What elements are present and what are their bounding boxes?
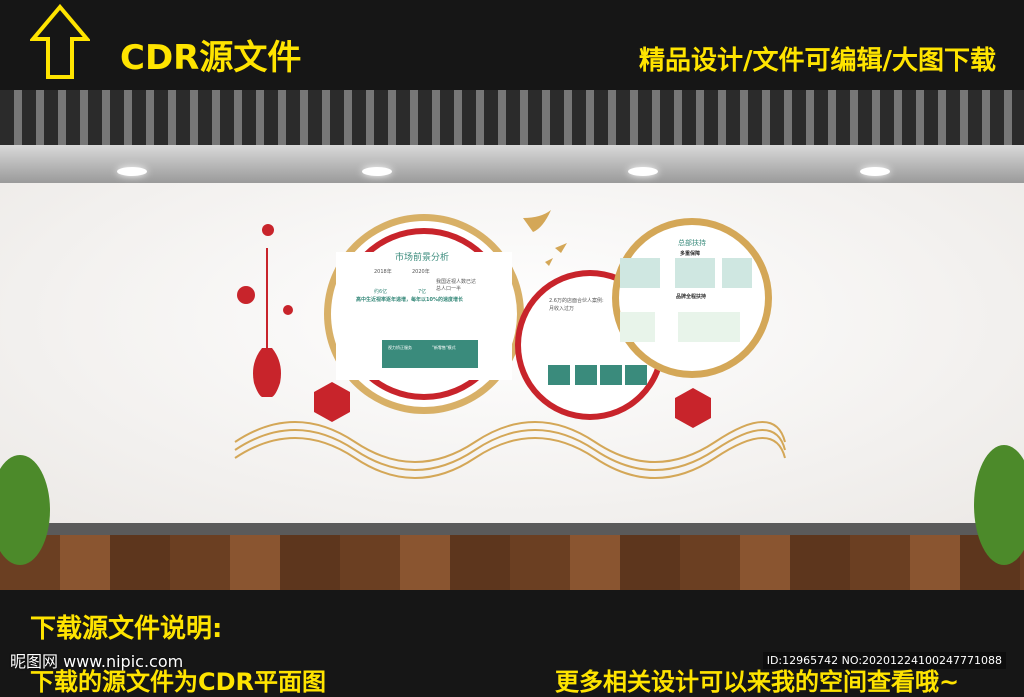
- header-title: CDR源文件: [120, 38, 302, 78]
- watermark: 昵图网 www.nipic.com: [10, 652, 184, 671]
- panel-2-text: 2.6万的店面合伙人案例:: [549, 298, 604, 304]
- headline-text: 高中生近视率逐年递增，每年以10%的速度增长: [356, 297, 463, 303]
- ceiling-lamp: [860, 167, 890, 176]
- value-label: 7亿: [418, 289, 427, 295]
- header-bar: CDR源文件 精品设计/文件可编辑/大图下载: [0, 0, 1024, 90]
- baseboard: [0, 523, 1024, 535]
- ceiling-band: [0, 145, 1024, 183]
- value-label: 约6亿: [374, 289, 388, 295]
- plant-right: [974, 445, 1024, 565]
- wood-floor: [0, 535, 1024, 590]
- panel-2-text: 月收入过万: [549, 306, 575, 312]
- header-tagline: 精品设计/文件可编辑/大图下载: [639, 46, 996, 76]
- ceiling-lamp: [117, 167, 147, 176]
- ceiling-lamp: [628, 167, 658, 176]
- footer: 下载源文件说明: 下载的源文件为CDR平面图 更多相关设计可以来我的空间查看哦~…: [0, 590, 1024, 696]
- ceiling-lamp: [362, 167, 392, 176]
- panel-1-title: 市场前景分析: [395, 253, 450, 263]
- wall-mockup: 市场前景分析 2018年 2020年 约6亿 7亿 我国近视人数已达总人口一半 …: [0, 90, 1024, 590]
- year-label: 2018年: [374, 269, 392, 275]
- panel-3-subtitle: 多重保障: [680, 251, 701, 257]
- panel-2-cards: [548, 365, 647, 385]
- plant-left: [0, 455, 50, 565]
- card-title: 视力矫正服务: [388, 345, 412, 350]
- note-text: 我国近视人数已达总人口一半: [436, 279, 477, 292]
- panel-1-cards: [382, 340, 478, 368]
- ceiling-slats: [0, 90, 1024, 145]
- year-label: 2020年: [412, 269, 430, 275]
- wave-lines: [234, 421, 786, 479]
- up-arrow-icon: [30, 4, 90, 79]
- card-title: "新零售"模式: [432, 345, 456, 350]
- hexagon: [314, 382, 350, 422]
- panel-3-title: 总部扶持: [678, 239, 706, 247]
- panel-3-frame: [612, 218, 772, 378]
- birds-icon: [523, 210, 567, 266]
- vase-flower-icon: [237, 224, 293, 397]
- panel-1-frame: [324, 214, 524, 414]
- hexagon: [675, 388, 711, 428]
- footer-heading: 下载源文件说明:: [30, 614, 223, 644]
- panel-3-subtitle: 品牌全程扶持: [676, 294, 707, 300]
- image-id: ID:12965742 NO:20201224100247771088: [762, 652, 1006, 669]
- wall-graphics: [0, 210, 1024, 565]
